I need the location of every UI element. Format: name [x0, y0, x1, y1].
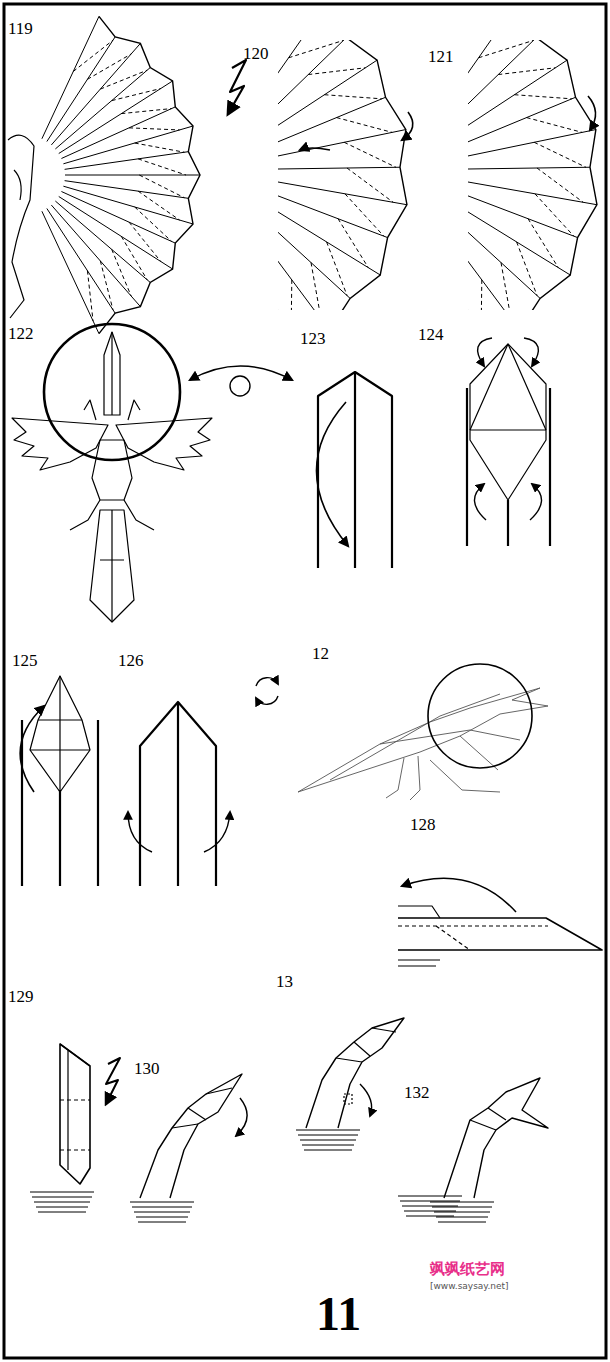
page-number: 11 — [316, 1290, 361, 1338]
step-number: 121 — [428, 48, 454, 65]
step-number: 119 — [8, 20, 33, 37]
step-number: 13 — [276, 973, 293, 990]
step-number: 120 — [243, 45, 269, 62]
step-number: 126 — [118, 652, 144, 669]
step-number: 12 — [312, 645, 329, 662]
step-number: 132 — [404, 1084, 430, 1101]
step-number: 125 — [12, 652, 38, 669]
step-number: 129 — [8, 988, 34, 1005]
watermark: 飒飒纸艺网 — [430, 1262, 505, 1277]
step-number: 124 — [418, 326, 444, 343]
watermark: [www.saysay.net] — [430, 1282, 509, 1291]
step-number: 130 — [134, 1060, 160, 1077]
step-number: 128 — [410, 816, 436, 833]
step-number: 122 — [8, 325, 34, 342]
step-number: 123 — [300, 330, 326, 347]
